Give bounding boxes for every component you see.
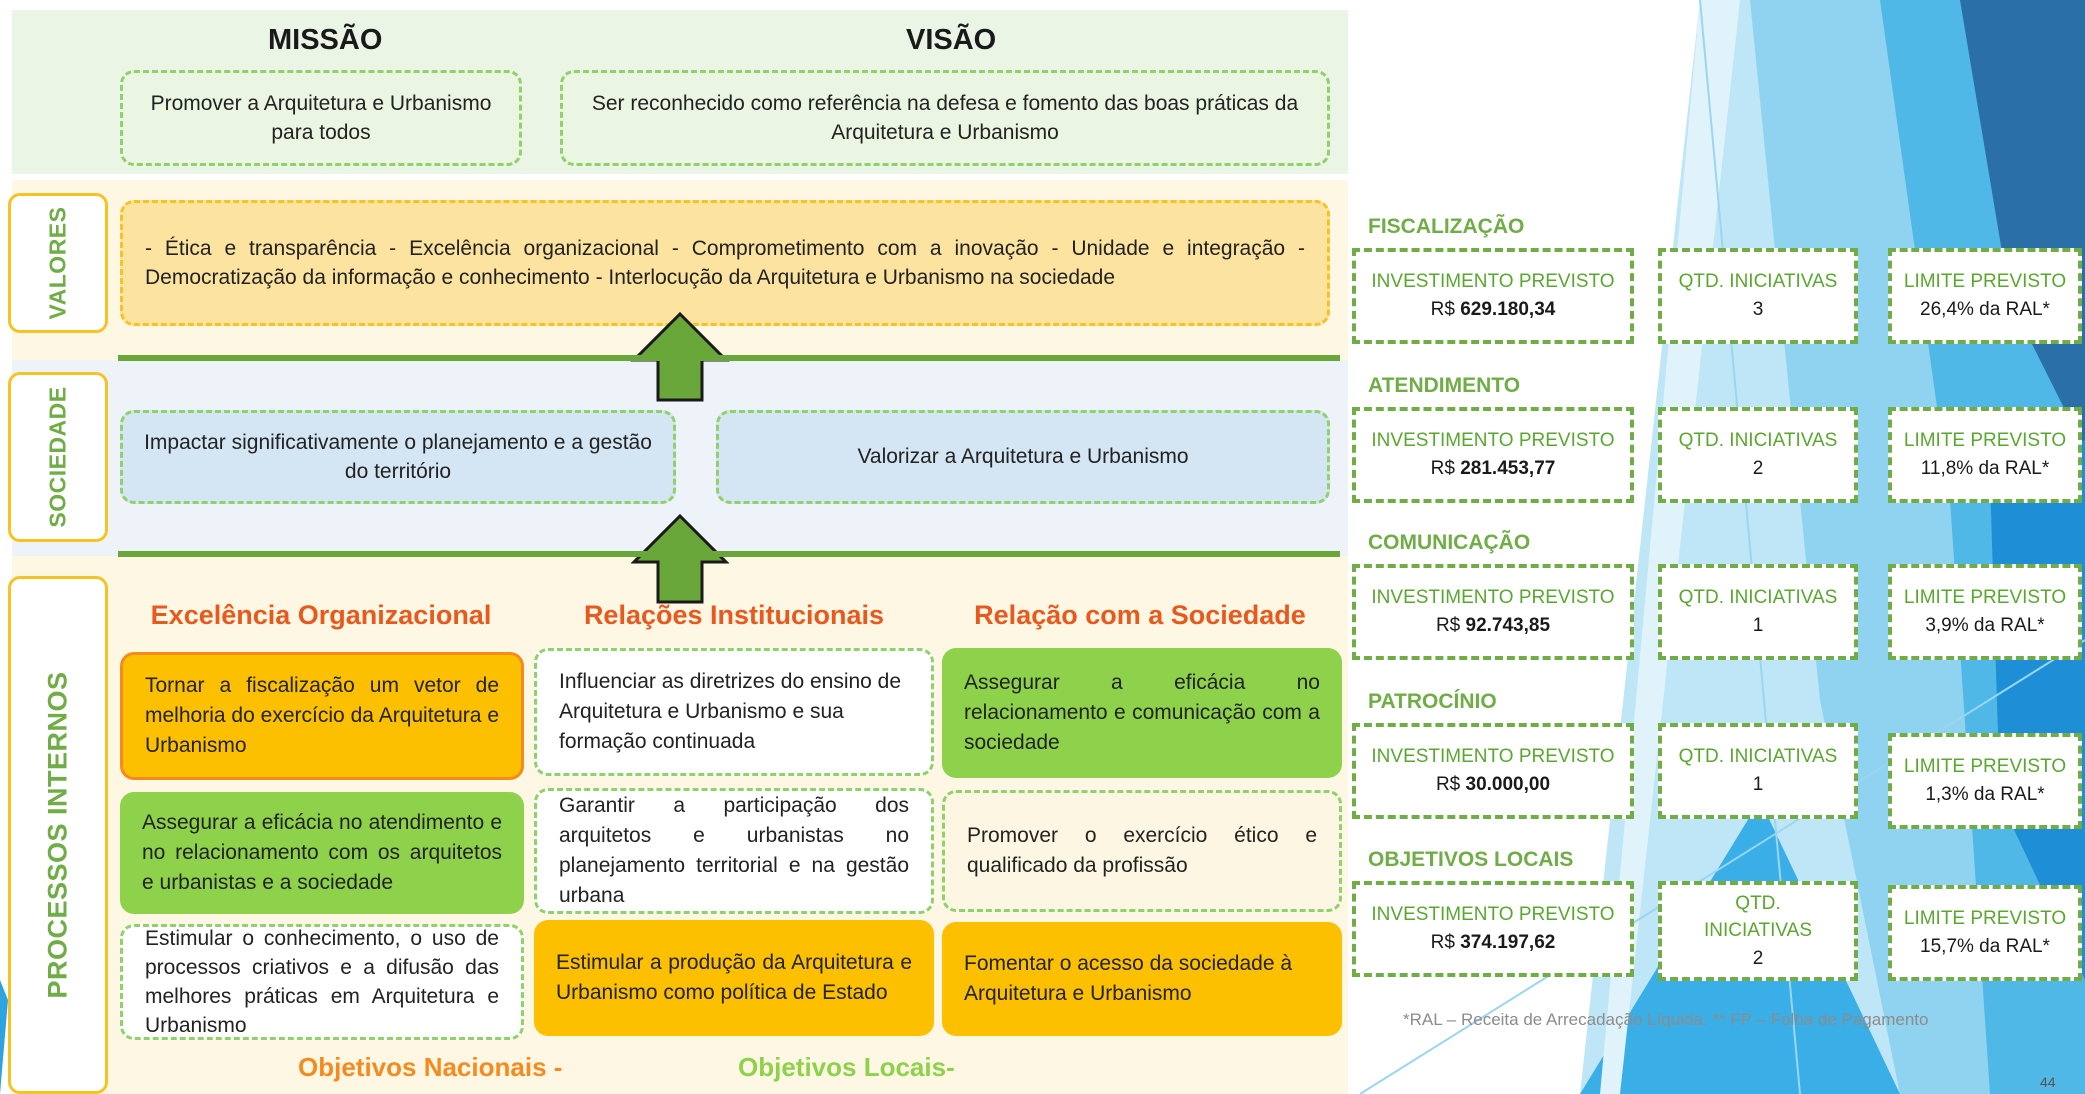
sociedade-right-box: Valorizar a Arquitetura e Urbanismo [716, 410, 1330, 504]
objective-card: Fomentar o acesso da sociedade à Arquite… [942, 922, 1342, 1036]
investimento-box: INVESTIMENTO PREVISTO R$ 30.000,00 [1352, 723, 1634, 819]
limite-box: LIMITE PREVISTO 3,9% da RAL* [1888, 564, 2082, 660]
section-title: PATROCÍNIO [1368, 690, 1497, 713]
qtd-iniciativas-box: QTD. INICIATIVAS 3 [1658, 248, 1858, 344]
legend-nacionais-label: Objetivos Nacionais [298, 1052, 547, 1082]
missao-box: Promover a Arquitetura e Urbanismo para … [120, 70, 522, 166]
objective-card: Assegurar a eficácia no atendimento e no… [120, 792, 524, 914]
visao-box: Ser reconhecido como referência na defes… [560, 70, 1330, 166]
investimento-box: INVESTIMENTO PREVISTO R$ 629.180,34 [1352, 248, 1634, 344]
section-title: FISCALIZAÇÃO [1368, 215, 1525, 238]
limite-label: LIMITE PREVISTO [1903, 587, 2067, 609]
valores-label-box: VALORES [8, 193, 108, 333]
objective-card: Influenciar as diretrizes do ensino de A… [534, 648, 934, 776]
col-title-excelencia: Excelência Organizacional [150, 600, 492, 630]
processos-label-box: PROCESSOS INTERNOS [8, 576, 108, 1094]
missao-title: MISSÃO [268, 24, 383, 56]
qtd-value: 3 [1752, 299, 1764, 320]
divider-line-lower [118, 551, 1340, 557]
limite-value: 1,3% da RAL* [1925, 784, 2045, 805]
section-title: COMUNICAÇÃO [1368, 531, 1531, 554]
page-number: 44 [2040, 1074, 2056, 1090]
objective-card: Garantir a participação dos arquitetos e… [534, 788, 934, 914]
investimento-label: INVESTIMENTO PREVISTO [1371, 587, 1615, 609]
limite-box: LIMITE PREVISTO 11,8% da RAL* [1888, 407, 2082, 503]
objective-card: Tornar a fiscalização um vetor de melhor… [120, 652, 524, 780]
col-title-relacoes: Relações Institucionais [583, 600, 885, 630]
objective-card: Assegurar a eficácia no relacionamento e… [942, 648, 1342, 778]
objective-card: Promover o exercício ético e qualificado… [942, 790, 1342, 912]
investimento-box: INVESTIMENTO PREVISTO R$ 281.453,77 [1352, 407, 1634, 503]
valores-label: VALORES [44, 206, 71, 320]
visao-text: Ser reconhecido como referência na defes… [591, 91, 1299, 144]
limite-value: 15,7% da RAL* [1920, 936, 2050, 957]
investimento-value: R$ 92.743,85 [1435, 615, 1551, 636]
investimento-label: INVESTIMENTO PREVISTO [1371, 904, 1615, 926]
investimento-value: R$ 629.180,34 [1430, 299, 1556, 320]
arrow-up-icon [630, 514, 730, 604]
limite-label: LIMITE PREVISTO [1903, 908, 2067, 930]
investimento-box: INVESTIMENTO PREVISTO R$ 92.743,85 [1352, 564, 1634, 660]
investimento-value: R$ 374.197,62 [1430, 932, 1556, 953]
investimento-box: INVESTIMENTO PREVISTO R$ 374.197,62 [1352, 881, 1634, 977]
limite-value: 11,8% da RAL* [1920, 458, 2050, 479]
limite-label: LIMITE PREVISTO [1903, 271, 2067, 293]
limite-box: LIMITE PREVISTO 15,7% da RAL* [1888, 885, 2082, 981]
qtd-value: 2 [1752, 947, 1764, 969]
valores-box: - Ética e transparência - Excelência org… [120, 200, 1330, 326]
qtd-label: QTD. INICIATIVAS [1678, 430, 1838, 452]
qtd-value: 2 [1752, 458, 1764, 479]
section-title: ATENDIMENTO [1368, 374, 1521, 397]
divider-line-upper [118, 355, 1340, 361]
qtd-iniciativas-box: QTD. INICIATIVAS 1 [1658, 723, 1858, 819]
sociedade-label: SOCIEDADE [44, 386, 71, 528]
objective-card: Estimular a produção da Arquitetura e Ur… [534, 920, 934, 1036]
investimento-value: R$ 30.000,00 [1435, 774, 1551, 795]
qtd-value: 1 [1752, 615, 1764, 636]
qtd-label: QTD. INICIATIVAS [1678, 587, 1838, 609]
qtd-label: QTD. INICIATIVAS [1703, 892, 1813, 942]
sociedade-left-box: Impactar significativamente o planejamen… [120, 410, 676, 504]
limite-label: LIMITE PREVISTO [1903, 756, 2067, 778]
qtd-value: 1 [1752, 774, 1764, 795]
limite-box: LIMITE PREVISTO 1,3% da RAL* [1888, 733, 2082, 829]
qtd-label: QTD. INICIATIVAS [1678, 746, 1838, 768]
legend-locais: Objetivos Locais- [738, 1052, 955, 1082]
investimento-label: INVESTIMENTO PREVISTO [1371, 430, 1615, 452]
investimento-label: INVESTIMENTO PREVISTO [1371, 271, 1615, 293]
legend-nacionais: Objetivos Nacionais - [298, 1052, 563, 1082]
qtd-label: QTD. INICIATIVAS [1678, 271, 1838, 293]
investimento-value: R$ 281.453,77 [1430, 458, 1556, 479]
limite-value: 3,9% da RAL* [1925, 615, 2045, 636]
investimento-label: INVESTIMENTO PREVISTO [1371, 746, 1615, 768]
processos-label: PROCESSOS INTERNOS [42, 671, 73, 999]
missao-text: Promover a Arquitetura e Urbanismo para … [150, 91, 492, 144]
sociedade-right-text: Valorizar a Arquitetura e Urbanismo [857, 445, 1189, 469]
limite-box: LIMITE PREVISTO 26,4% da RAL* [1888, 248, 2082, 344]
limite-value: 26,4% da RAL* [1920, 299, 2050, 320]
qtd-iniciativas-box: QTD. INICIATIVAS 2 [1658, 407, 1858, 503]
visao-title: VISÃO [906, 24, 997, 56]
col-title-sociedade: Relação com a Sociedade [974, 600, 1306, 630]
valores-text: - Ética e transparência - Excelência org… [145, 236, 1305, 289]
objective-card: Estimular o conhecimento, o uso de proce… [120, 924, 524, 1040]
legend-locais-label: Objetivos Locais [738, 1052, 947, 1082]
sociedade-left-text: Impactar significativamente o planejamen… [144, 430, 652, 483]
qtd-iniciativas-box: QTD. INICIATIVAS 2 [1658, 881, 1858, 981]
qtd-iniciativas-box: QTD. INICIATIVAS 1 [1658, 564, 1858, 660]
footnote: *RAL – Receita de Arrecadação Líquida. *… [1403, 1010, 1929, 1029]
section-title: OBJETIVOS LOCAIS [1368, 848, 1574, 871]
limite-label: LIMITE PREVISTO [1903, 430, 2067, 452]
sociedade-label-box: SOCIEDADE [8, 372, 108, 542]
